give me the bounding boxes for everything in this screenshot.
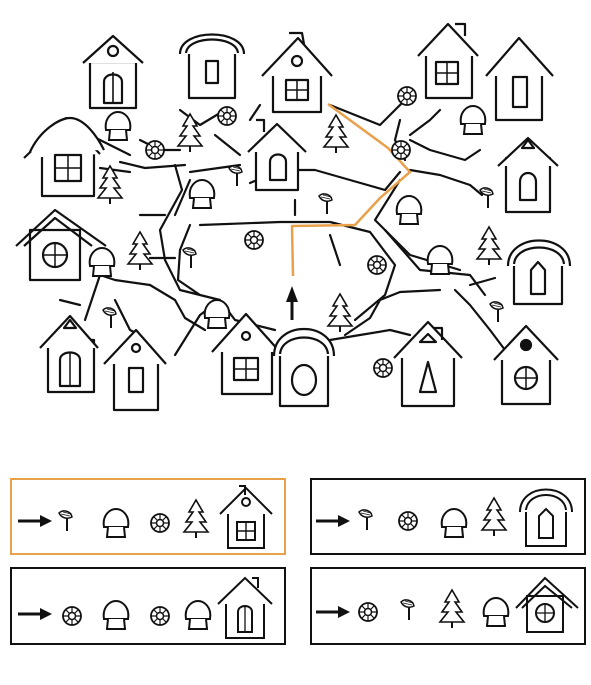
house-5 — [485, 36, 554, 122]
house-6 — [23, 116, 105, 198]
answer-card-4 — [310, 567, 586, 645]
house-11 — [39, 314, 99, 394]
start-arrow-icon — [286, 286, 298, 320]
house-arched-roof-rect-window-icon — [519, 488, 573, 547]
house-14 — [272, 327, 336, 408]
answer-card-1-button[interactable] — [11, 479, 285, 554]
house-10 — [506, 239, 572, 306]
answer-card-4-button[interactable] — [311, 568, 585, 644]
house-2 — [178, 33, 246, 100]
house-1 — [82, 34, 144, 110]
arrow-right-icon — [18, 608, 52, 620]
answer-cards — [10, 478, 586, 645]
house-gable-arch-window-icon — [217, 576, 273, 639]
house-13 — [211, 312, 281, 396]
house-triangle-roof-square-window-icon — [219, 485, 273, 549]
house-8 — [497, 136, 559, 214]
house-16 — [493, 324, 559, 406]
arrow-right-icon — [18, 515, 52, 527]
arrow-right-icon — [316, 606, 350, 618]
answer-card-2 — [310, 478, 586, 555]
house-round-window-icon — [515, 576, 579, 633]
house-9 — [15, 208, 107, 282]
highlighted-route — [290, 102, 412, 277]
arrow-right-icon — [316, 515, 350, 527]
house-4 — [417, 22, 479, 100]
answer-card-1 — [10, 478, 286, 555]
house-3 — [261, 31, 333, 114]
house-7 — [247, 118, 307, 192]
answer-card-3-button[interactable] — [11, 568, 285, 644]
answer-card-2-button[interactable] — [311, 479, 585, 554]
house-12 — [103, 328, 167, 412]
answer-card-3 — [10, 567, 286, 645]
house-15 — [393, 320, 463, 408]
